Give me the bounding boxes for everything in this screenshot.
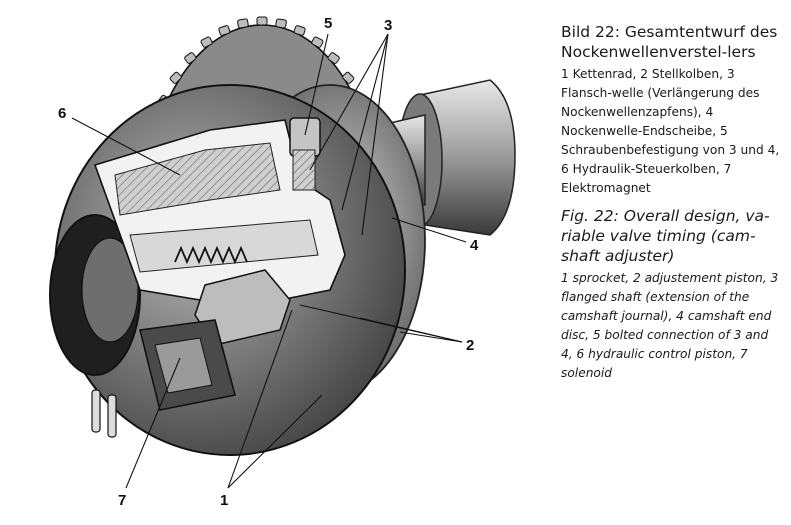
sprocket-tooth — [169, 71, 182, 84]
solenoid — [91, 319, 236, 438]
sprocket-tooth — [275, 18, 287, 29]
callout-3: 3 — [384, 17, 392, 34]
adjuster-housing — [49, 84, 406, 456]
callout-numbers: 5 3 6 4 2 7 1 — [58, 15, 479, 509]
sprocket-tooth — [256, 16, 268, 26]
callout-5: 5 — [324, 15, 332, 32]
leader-lines — [71, 33, 467, 489]
camshaft-adjuster-cutaway-illustration: 5 3 6 4 2 7 1 — [49, 15, 516, 509]
sprocket-tooth — [237, 18, 249, 29]
callout-4: 4 — [470, 237, 479, 254]
sprocket-tooth — [311, 36, 324, 48]
sprocket-tooth — [342, 71, 355, 84]
caption-legend-english: 1 sprocket, 2 adjustement piston, 3 flan… — [561, 271, 779, 380]
caption-title-german: Bild 22: Gesamtentwurf des Nockenwellenv… — [561, 23, 778, 61]
callout-1: 1 — [220, 492, 228, 509]
callout-2: 2 — [466, 337, 474, 354]
sprocket-tooth — [327, 52, 340, 64]
caption-title-english: Fig. 22: Overall design, va-riable valve… — [561, 207, 770, 265]
callout-7: 7 — [118, 492, 126, 509]
sprocket-tooth — [293, 25, 306, 36]
figure-caption: Bild 22: Gesamtentwurf des Nockenwellenv… — [561, 22, 783, 383]
sprocket-tooth — [218, 25, 231, 36]
sprocket-tooth — [200, 36, 213, 48]
callout-6: 6 — [58, 105, 66, 122]
sprocket-tooth — [184, 52, 197, 64]
caption-legend-german: 1 Kettenrad, 2 Stellkolben, 3 Flansch-we… — [561, 67, 780, 195]
